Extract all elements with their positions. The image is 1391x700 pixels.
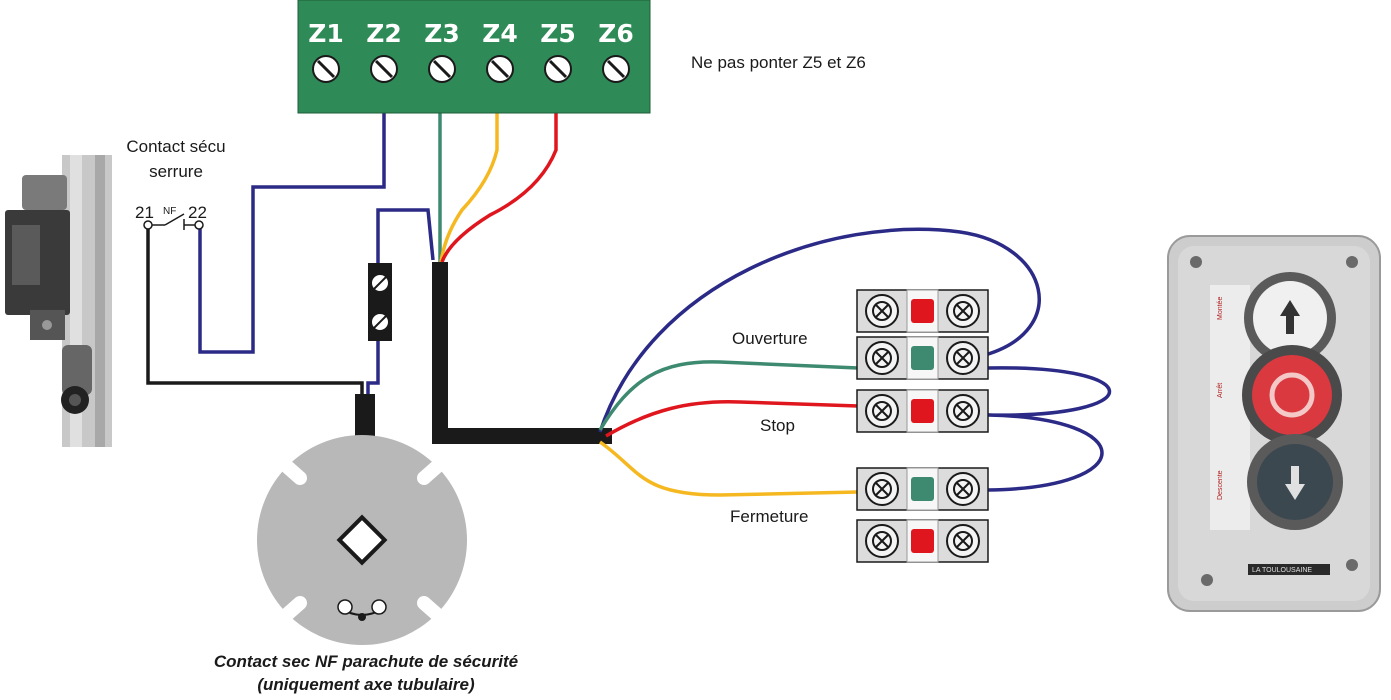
jumper-block [368, 263, 399, 341]
terminal-label-z1: Z1 [308, 19, 344, 48]
wire-yellow-close [598, 440, 859, 497]
terminal-label-z5: Z5 [540, 19, 576, 48]
contact-block-2-nc [856, 389, 989, 433]
terminal-screw-icon [946, 394, 980, 428]
cable-black [432, 262, 612, 444]
label-up: Montée [1217, 297, 1224, 320]
terminal-screw-icon [865, 341, 899, 375]
down-button: Descente [1217, 434, 1343, 530]
wire-blue-loop [598, 227, 1041, 433]
lock-contact-symbol [143, 213, 204, 230]
up-button: Montée [1217, 272, 1336, 364]
terminal-screw-icon [946, 472, 980, 506]
wire-blue-jumper [376, 208, 435, 268]
contact-block-1-nc [856, 289, 989, 333]
terminal-screw-icon [602, 55, 630, 83]
terminal-screw-icon [865, 394, 899, 428]
terminal-label-z3: Z3 [424, 19, 460, 48]
wire-red-stop [605, 400, 859, 438]
terminal-screw-icon [865, 524, 899, 558]
contact-block-3-no [856, 467, 989, 511]
note-no-bridge: Ne pas ponter Z5 et Z6 [691, 53, 866, 72]
terminal-screw-icon [486, 55, 514, 83]
wire-yellow-z4 [439, 113, 499, 263]
terminal-screw-icon [544, 55, 572, 83]
wire-green-open [598, 360, 859, 431]
terminal-label-z2: Z2 [366, 19, 402, 48]
label-stop: Arrêt [1217, 383, 1224, 398]
terminal-block: Z1 Z2 Z3 Z4 Z5 Z6 [297, 0, 651, 114]
lock-pin-left: 21 [135, 203, 154, 222]
terminal-screw-icon [946, 294, 980, 328]
wire-black-lock [146, 225, 364, 398]
contact-block-1-no [856, 336, 989, 380]
terminal-screw-icon [946, 524, 980, 558]
wire-blue-right [987, 366, 1112, 492]
terminal-label-z6: Z6 [598, 19, 634, 48]
lock-contact-title-1: Contact sécu [126, 137, 225, 156]
lock-contact-title-2: serrure [149, 162, 203, 181]
down-arrow-icon [1285, 466, 1305, 500]
wire-red-z5 [440, 113, 558, 263]
terminal-screw-icon [312, 55, 340, 83]
wire-blue-z2 [198, 113, 386, 354]
lock-switch-image [5, 155, 112, 447]
pushbutton-box: Montée Arrêt Descente LA TOULOUSAINE [1167, 235, 1381, 612]
terminal-screw-icon [865, 472, 899, 506]
label-close: Fermeture [730, 507, 808, 526]
terminal-screw-icon [946, 341, 980, 375]
brand-label: LA TOULOUSAINE [1252, 567, 1312, 574]
terminal-screw-icon [428, 55, 456, 83]
safety-caption-1: Contact sec NF parachute de sécurité [214, 652, 518, 671]
terminal-label-z4: Z4 [482, 19, 518, 48]
lock-pin-right: 22 [188, 203, 207, 222]
wire-blue-safety [366, 340, 380, 398]
pushbutton-contacts [856, 289, 989, 563]
label-open: Ouverture [732, 329, 808, 348]
up-arrow-icon [1280, 300, 1300, 334]
contact-block-3-nc [856, 519, 989, 563]
stop-icon [1269, 372, 1315, 418]
label-down: Descente [1217, 470, 1224, 500]
terminal-screw-icon [370, 55, 398, 83]
safety-contact [257, 394, 467, 645]
terminal-screw-icon [865, 294, 899, 328]
label-stop-wire: Stop [760, 416, 795, 435]
lock-pin-type: NF [163, 206, 176, 217]
stop-button: Arrêt [1217, 345, 1342, 445]
safety-caption-2: (uniquement axe tubulaire) [257, 675, 475, 694]
